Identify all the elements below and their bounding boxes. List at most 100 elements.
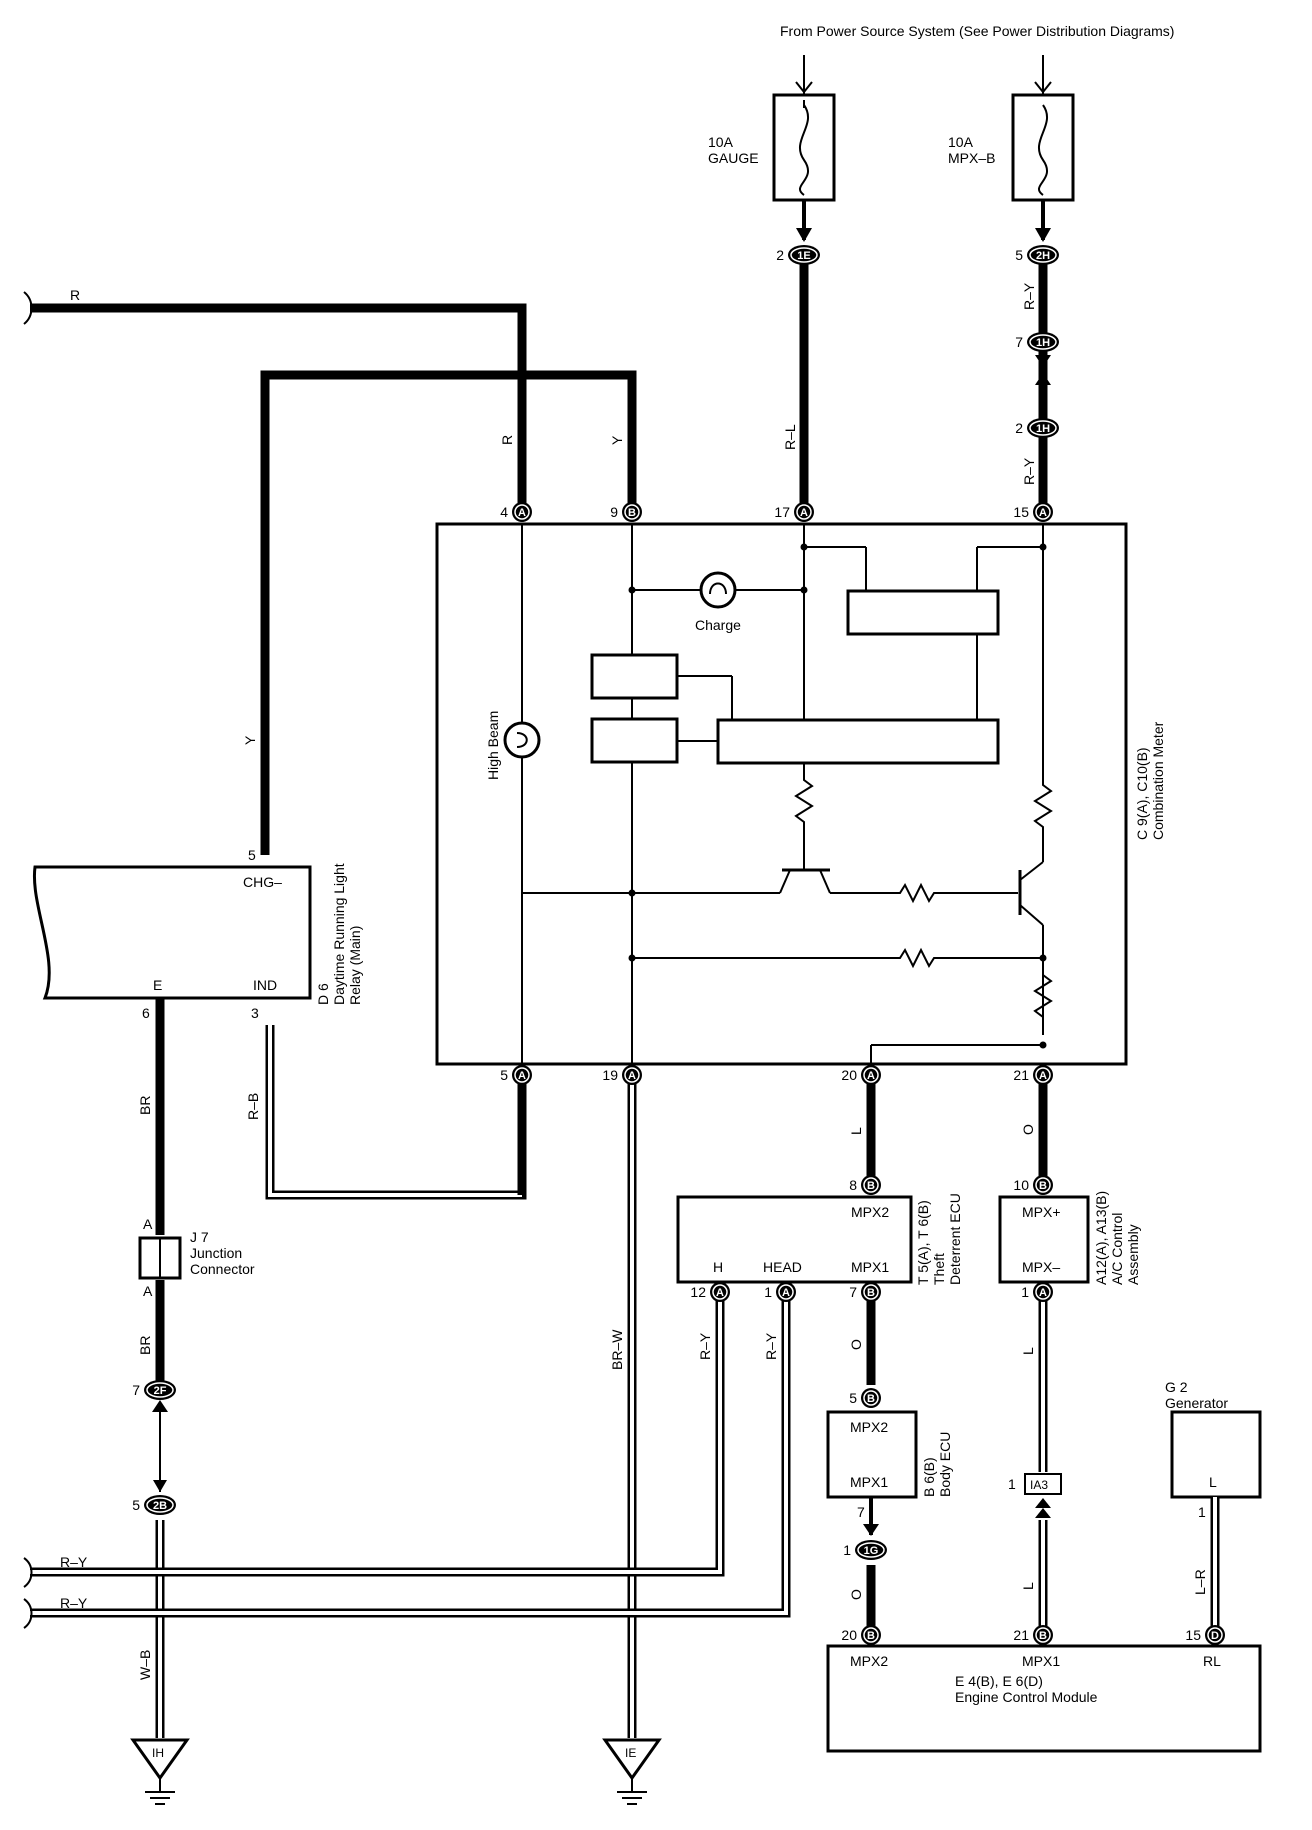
connector-code: B <box>1039 1180 1047 1192</box>
junction-pin-bot: A <box>143 1283 153 1299</box>
connector-code: D <box>1211 1630 1219 1642</box>
connector-pin: 10 <box>1013 1177 1029 1193</box>
connector-ac-10B: B 10 <box>1013 1175 1053 1195</box>
generator-pin-l: L <box>1209 1474 1217 1490</box>
drl-name-2: Relay (Main) <box>347 926 363 1005</box>
connector-cm-5A: A5 <box>500 1065 532 1085</box>
connector-c1E: 1E2 <box>776 245 820 265</box>
connector-code: 1H <box>1036 337 1050 349</box>
connector-pin: 1 <box>1021 1284 1029 1300</box>
wire-l-label-1: L <box>848 1127 864 1135</box>
connector-code: B <box>867 1393 875 1405</box>
connector-pin: 19 <box>602 1067 618 1083</box>
theft-pin-head: HEAD <box>763 1259 802 1275</box>
drl-pin-chg: CHG– <box>243 874 282 890</box>
connector-pin: 4 <box>500 504 508 520</box>
ground-ih <box>130 1738 190 1805</box>
combination-meter-internal <box>503 524 1053 1064</box>
wire-br-label-2: BR <box>137 1336 153 1355</box>
theft-title: T 5(A), T 6(B) <box>915 1200 931 1285</box>
body-pin-out: 7 <box>857 1504 865 1520</box>
connector-c2B: 2B5 <box>132 1495 176 1515</box>
connector-pin: 17 <box>774 504 790 520</box>
fuse-mpxb-name: MPX–B <box>948 150 995 166</box>
drl-pin-ind: IND <box>253 977 277 993</box>
wire-ry-label-1: R–Y <box>1021 282 1037 310</box>
connector-pin: 5 <box>500 1067 508 1083</box>
connector-cm-17A: A 17 <box>774 502 814 522</box>
connector-pin: 8 <box>849 1177 857 1193</box>
fuse-mpxb-amp: 10A <box>948 134 974 150</box>
connector-pin: 2 <box>1015 420 1023 436</box>
ecm-name: Engine Control Module <box>955 1689 1098 1705</box>
connector-pin: 5 <box>1015 247 1023 263</box>
drl-title: D 6 <box>315 983 331 1005</box>
fuse-gauge-name: GAUGE <box>708 150 759 166</box>
theft-pin-mpx1: MPX1 <box>851 1259 889 1275</box>
wire-rl-label: R–L <box>782 424 798 450</box>
ac-name-2: Assembly <box>1125 1224 1141 1285</box>
connector-ac-1A: A1 <box>1021 1282 1053 1302</box>
ground-ie <box>602 1738 662 1805</box>
connector-code: A <box>1039 1070 1047 1082</box>
generator-pin-no: 1 <box>1198 1504 1206 1520</box>
connector-td-8B: B8 <box>849 1175 881 1195</box>
connector-pin: 15 <box>1185 1627 1201 1643</box>
theft-deterrent-ecu <box>676 1195 913 1284</box>
combination-meter-box <box>435 522 1128 1066</box>
connector-code: 2B <box>153 1500 167 1512</box>
connector-c1G: 1G1 <box>843 1540 887 1560</box>
connector-td-7B: B7 <box>849 1282 881 1302</box>
connector-code: B <box>628 507 636 519</box>
connector-code: 1H <box>1036 423 1050 435</box>
fuse-mpxb: 10A MPX–B <box>948 55 1075 242</box>
wire-r-label-2: R <box>499 435 515 445</box>
body-ecu <box>826 1410 918 1499</box>
connector-cm-19A: A19 <box>602 1065 642 1085</box>
connector-pin: 21 <box>1013 1627 1029 1643</box>
connector-pin: 21 <box>1013 1067 1029 1083</box>
connector-cm-15A: A15 <box>1013 502 1053 522</box>
connector-code: 2H <box>1036 250 1050 262</box>
ac-pin-minus: MPX– <box>1022 1259 1060 1275</box>
connector-pin: 20 <box>841 1627 857 1643</box>
ecm-pin-mpx1: MPX1 <box>1022 1653 1060 1669</box>
connector-pin: 5 <box>849 1390 857 1406</box>
connector-ecm-21B: B21 <box>1013 1625 1053 1645</box>
connector-td-12A: A12 <box>690 1282 730 1302</box>
connector-code: A <box>782 1287 790 1299</box>
wire-ry-label-4: R–Y <box>763 1332 779 1360</box>
wire-ry-label-head: R–Y <box>60 1595 88 1611</box>
connector-pin: 2 <box>776 247 784 263</box>
high-beam-label: High Beam <box>485 711 501 780</box>
ground-ih-label: IH <box>152 1746 164 1760</box>
connector-pin: 7 <box>849 1284 857 1300</box>
wire-rb-label: R–B <box>245 1093 261 1120</box>
connector-code: B <box>867 1287 875 1299</box>
drl-pin-e: E <box>153 977 162 993</box>
junction-line1: Junction <box>190 1245 242 1261</box>
connector-code: B <box>867 1180 875 1192</box>
connector-pin: 7 <box>132 1382 140 1398</box>
connector-pin: 1 <box>764 1284 772 1300</box>
combination-meter-title: C 9(A), C10(B) <box>1134 747 1150 840</box>
connector-cm-21A: A 21 <box>1013 1065 1053 1085</box>
generator-title: G 2 <box>1165 1379 1188 1395</box>
connector-c2F: 2F7 <box>132 1380 176 1400</box>
theft-name-2: Deterrent ECU <box>947 1193 963 1285</box>
ac-pin-plus: MPX+ <box>1022 1204 1061 1220</box>
connector-code: A <box>867 1070 875 1082</box>
connector-c1H-bot: 1H 2 <box>1015 418 1059 438</box>
drl-name-1: Daytime Running Light <box>331 863 347 1005</box>
theft-pin-mpx2: MPX2 <box>851 1204 889 1220</box>
ecm-pin-mpx2: MPX2 <box>850 1653 888 1669</box>
connector-pin: 12 <box>690 1284 706 1300</box>
drl-pin-ind-no: 3 <box>251 1005 259 1021</box>
wire-wb-label: W–B <box>137 1650 153 1680</box>
connector-code: A <box>800 507 808 519</box>
wire-br-label-1: BR <box>137 1096 153 1115</box>
body-name: Body ECU <box>937 1432 953 1497</box>
wire-r-label: R <box>70 287 80 303</box>
engine-control-module <box>826 1644 1262 1753</box>
